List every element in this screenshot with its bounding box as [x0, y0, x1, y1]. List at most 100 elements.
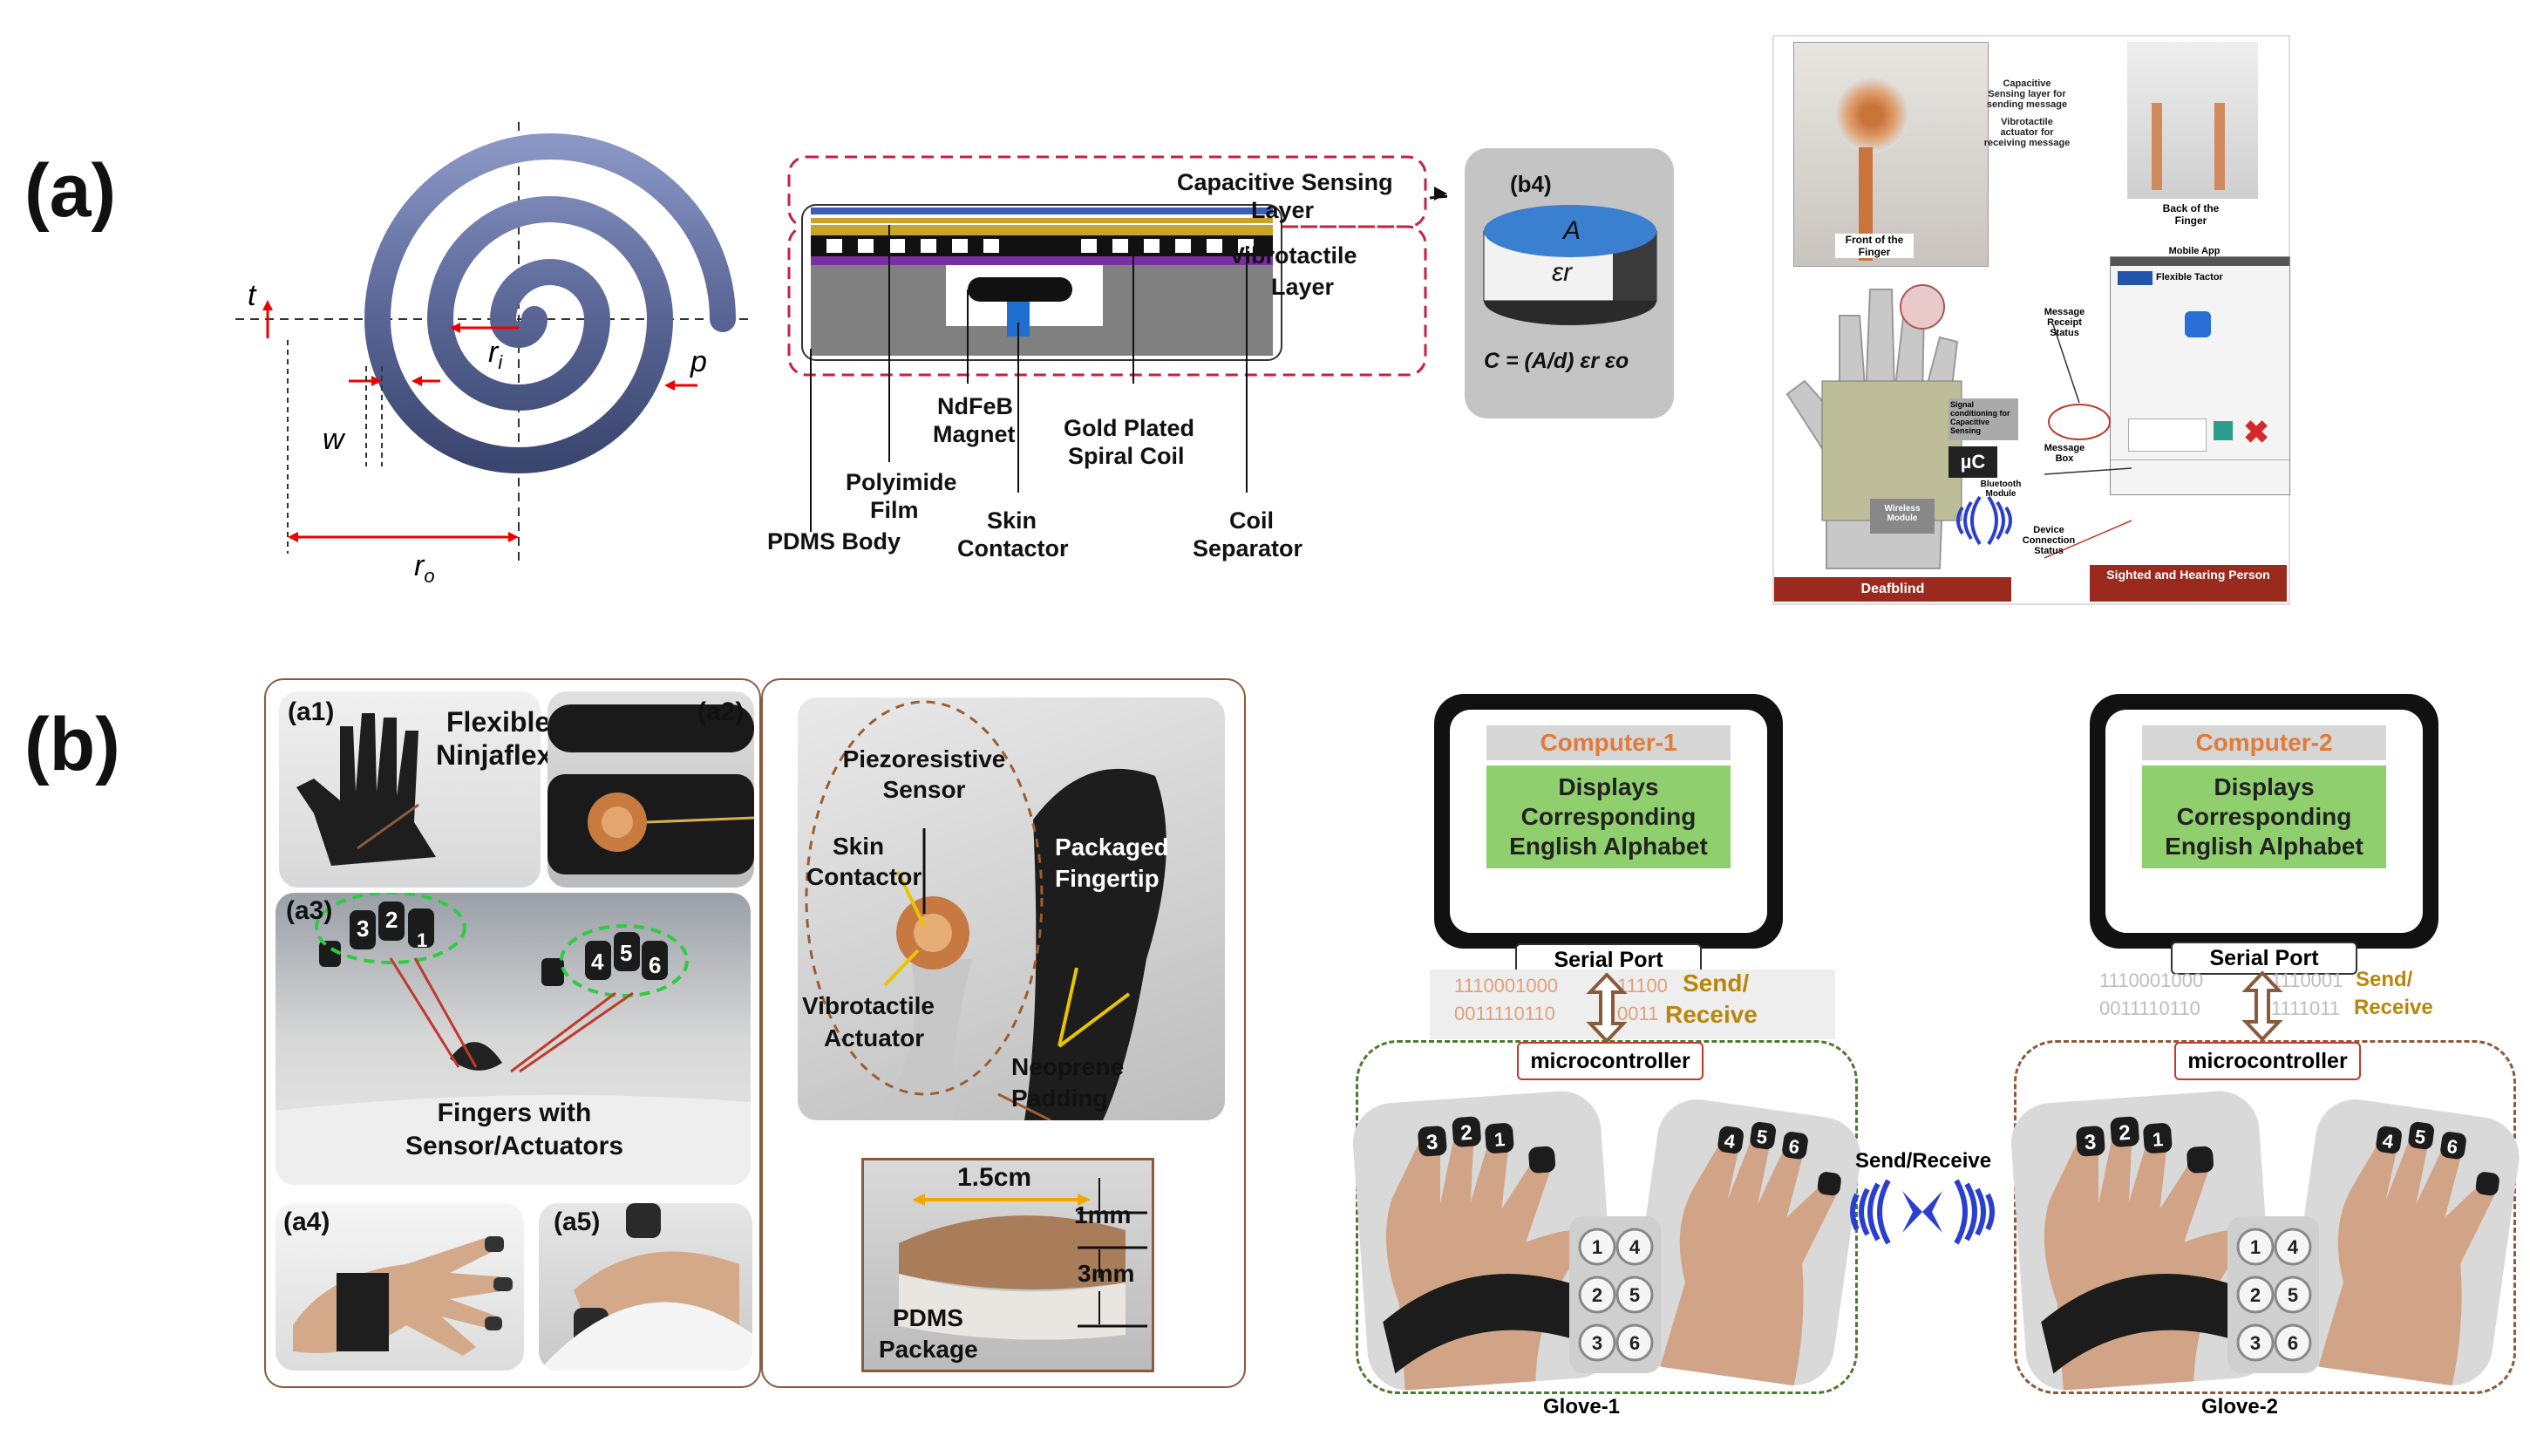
- packaged-label: Packaged: [1055, 833, 1169, 861]
- display2-line-2: Corresponding: [2176, 803, 2352, 830]
- a5-tag: (a5): [554, 1208, 601, 1236]
- piezo-label-2: Sensor: [882, 776, 966, 803]
- computer-2-display: Displays Corresponding English Alphabet: [2142, 765, 2386, 868]
- vibro-photo-label: Vibrotactile: [802, 992, 935, 1019]
- dim-1-label: 1mm: [1074, 1201, 1132, 1228]
- capacitive-label-2: Layer: [1251, 197, 1315, 223]
- vib-label: Vibrotactile actuator for receiving mess…: [1983, 117, 2071, 148]
- microcontroller-2: microcontroller: [2174, 1042, 2361, 1080]
- bluetooth-waves: [1956, 495, 2012, 546]
- braille2-6: 6: [2288, 1332, 2298, 1354]
- a3-num-1: 1: [417, 929, 427, 951]
- a3-num-3: 3: [357, 915, 369, 942]
- front-label: Front of the Finger: [1835, 234, 1914, 258]
- a4-tag: (a4): [283, 1208, 330, 1236]
- a1-tag: (a1): [288, 697, 335, 726]
- sensor-photos-frame: [761, 678, 1246, 1388]
- glove-2-right-hand: 4 5 6: [2283, 1094, 2525, 1391]
- signal-box: Signal conditioning for Capacitive Sensi…: [1949, 398, 2018, 440]
- wireless-link-icon: [1850, 1179, 1995, 1245]
- photo-a3: 3 2 1 4 5 6: [275, 893, 751, 1185]
- bt-module-label: Bluetooth Module: [1980, 480, 2022, 499]
- layer-stack-diagram: Capacitive Sensing Layer Vibrotactile La…: [767, 155, 1447, 561]
- glove-1-left-hand: 3 2 1: [1350, 1088, 1619, 1393]
- b4-formula: C = (A/d) εr εo: [1484, 349, 1629, 373]
- skin-photo-label: Skin: [833, 833, 885, 860]
- braille1-1: 1: [1592, 1236, 1602, 1258]
- bits-1a: 1110001000: [1454, 975, 1559, 997]
- display2-line-1: Displays: [2214, 773, 2315, 800]
- ndfeb-label-2: Magnet: [933, 421, 1016, 447]
- p-label: p: [690, 345, 707, 378]
- ndfeb-label: NdFeB: [937, 393, 1013, 419]
- callout-lines: [2044, 323, 2132, 559]
- coil-label-2: Separator: [1193, 535, 1303, 561]
- photo-a4: [275, 1203, 524, 1371]
- fingers-label-2: Sensor/Actuators: [405, 1132, 624, 1160]
- photo-a1: [279, 691, 541, 888]
- fingers-label: Fingers with: [437, 1099, 592, 1127]
- spiral-coil: [364, 133, 736, 473]
- pdms-photo-label: PDMS: [893, 1304, 963, 1331]
- skin-photo-label-2: Contactor: [806, 863, 922, 890]
- serial-arrow-1: [1586, 973, 1628, 1043]
- vibro-photo-label-2: Actuator: [824, 1024, 925, 1051]
- cap-label: Capacitive Sensing layer for sending mes…: [1986, 78, 2068, 110]
- neoprene-label: Neoprene: [1011, 1053, 1125, 1080]
- braille2-3: 3: [2250, 1332, 2261, 1354]
- glove-2-frame: [2014, 1040, 2516, 1394]
- braille1-4: 4: [1629, 1236, 1641, 1258]
- computer-2-monitor: Computer-2 Displays Corresponding Englis…: [2090, 694, 2438, 949]
- a2-tag: (a2): [697, 697, 745, 726]
- dim-w-label: 1.5cm: [957, 1163, 1032, 1192]
- t-label: t: [248, 279, 257, 312]
- skin-label-2: Contactor: [957, 535, 1069, 561]
- send-label-2: Send/: [2356, 968, 2413, 991]
- dimension-photo: [861, 1158, 1154, 1372]
- bits-4b: 1111011: [2271, 997, 2341, 1019]
- glove-photos-frame: [264, 678, 761, 1388]
- app-title: Flexible Tactor: [2156, 272, 2223, 282]
- a3-num-4: 4: [591, 949, 604, 975]
- bits-4a: 0011110110: [2099, 997, 2200, 1019]
- phone-screen: Flexible Tactor ✖: [2110, 256, 2290, 495]
- front-finger-photo: [1793, 42, 1989, 267]
- glove1-num-4: 4: [1723, 1130, 1737, 1153]
- dim-3-label: 3mm: [1078, 1260, 1135, 1287]
- braille-cell-1: 1 4 2 5 3 6: [1569, 1216, 1661, 1373]
- glove-2-label: Glove-2: [2201, 1395, 2279, 1419]
- computer-1-title: Computer-1: [1486, 725, 1731, 760]
- glove2-num-6: 6: [2445, 1135, 2459, 1158]
- glove-1-right-hand: 4 5 6: [1625, 1094, 1867, 1391]
- panel-label-a: (a): [24, 149, 117, 233]
- glove-1-frame: [1356, 1040, 1858, 1394]
- skin-label: Skin: [987, 507, 1037, 534]
- polyimide-label-2: Film: [870, 497, 919, 523]
- glove-1-label: Glove-1: [1543, 1395, 1621, 1419]
- braille2-2: 2: [2250, 1284, 2261, 1306]
- device-conn-label: Device Connection Status: [2022, 525, 2076, 556]
- neoprene-label-2: Padding: [1011, 1085, 1108, 1112]
- braille-cell-2: 1 4 2 5 3 6: [2227, 1216, 2319, 1373]
- wireless-box: Wireless Module: [1870, 499, 1935, 534]
- a3-num-6: 6: [649, 952, 661, 978]
- braille1-2: 2: [1592, 1284, 1602, 1306]
- glove2-num-4: 4: [2381, 1130, 2395, 1153]
- uc-box: µC: [1949, 446, 1997, 478]
- computer-2-title: Computer-2: [2142, 725, 2386, 760]
- packaged-label-2: Fingertip: [1055, 865, 1160, 892]
- serial-arrow-2: [2241, 971, 2283, 1041]
- send-label-1: Send/: [1683, 970, 1750, 997]
- braille1-3: 3: [1592, 1332, 1602, 1354]
- photo-a2: [547, 691, 754, 888]
- b4-tag: (b4): [1510, 171, 1552, 197]
- ro-label: ro: [414, 549, 435, 587]
- bits-2a: 0011110110: [1454, 1003, 1555, 1024]
- a3-num-5: 5: [620, 940, 632, 966]
- glove1-num-2: 2: [1459, 1121, 1472, 1146]
- b4-eps: εr: [1552, 258, 1573, 287]
- b4-panel: (b4) A εr C = (A/d) εr εo: [1465, 148, 1674, 418]
- display-line-1: Displays: [1558, 773, 1659, 800]
- bits-3a: 1110001000: [2099, 970, 2204, 991]
- braille2-4: 4: [2288, 1236, 2299, 1258]
